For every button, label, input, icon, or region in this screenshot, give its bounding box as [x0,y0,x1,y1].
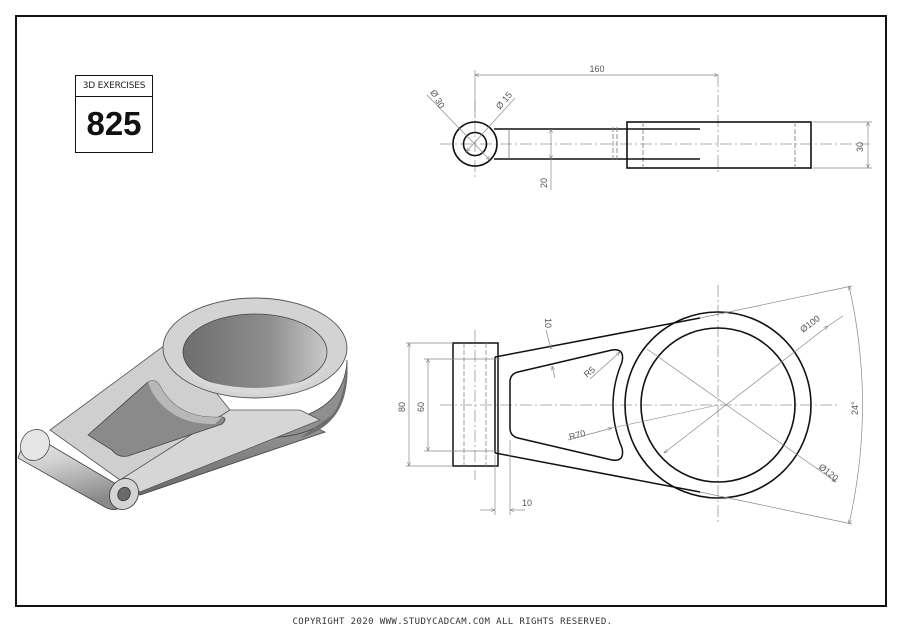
badge-title: 3D EXERCISES [76,76,152,97]
badge-number: 825 [86,105,142,142]
dim-boss-inner-dia: Ø 15 [494,90,514,111]
dim-arc-radius: R70 [568,428,587,442]
exercise-badge: 3D EXERCISES 825 [75,75,153,153]
dim-rib-width: 10 [543,318,553,328]
dim-web-offset: 10 [522,498,532,508]
dim-boss-length-inner: 60 [416,402,426,412]
copyright-footer: COPYRIGHT 2020 WWW.STUDYCADCAM.COM ALL R… [292,617,613,627]
dim-arm-thickness: 20 [539,178,549,188]
dim-taper-angle: 24° [850,401,860,415]
dim-boss-length-outer: 80 [397,402,407,412]
dim-fillet-radius: R5 [582,364,597,379]
dim-ring-outer-dia: Ø120 [817,462,841,483]
dim-overall-length: 160 [589,64,604,74]
isometric-view [17,297,348,510]
dim-ring-inner-dia: Ø100 [798,313,822,334]
front-view: Ø100 Ø120 R70 R5 10 80 60 10 [397,285,863,525]
drawing-frame [15,15,887,607]
dim-ring-height: 30 [855,142,865,152]
top-view: 160 Ø 30 Ø 15 20 30 [426,64,872,190]
